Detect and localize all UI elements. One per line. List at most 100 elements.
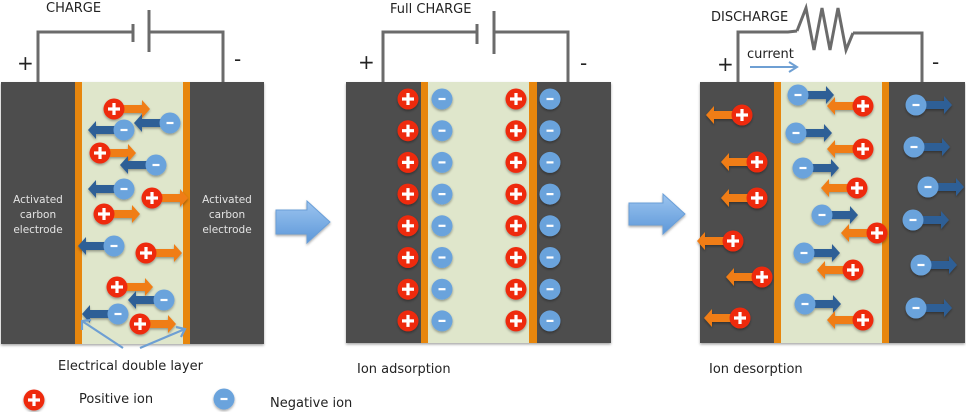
negative-ion-icon <box>88 178 135 200</box>
negative-ion-icon <box>539 215 561 237</box>
arrow-left-icon <box>721 189 749 207</box>
pointer-head-right <box>175 325 187 338</box>
separator-left <box>774 82 781 343</box>
positive-ion-icon <box>505 278 527 300</box>
positive-ion-icon <box>397 120 419 142</box>
negative-ion-icon <box>917 176 964 198</box>
arrow-left-icon <box>726 268 754 286</box>
arrow-left-icon <box>827 311 855 329</box>
negative-ion-icon <box>905 297 952 319</box>
negative-ion-icon <box>811 204 858 226</box>
negative-ion-icon <box>910 254 957 276</box>
legend-negative-label: Negative ion <box>270 396 352 411</box>
step-arrow-icon <box>275 199 331 245</box>
negative-ion-icon <box>431 278 453 300</box>
panel-charge: CHARGE + - Activated carbon electrode Ac… <box>1 1 264 374</box>
resistor-icon <box>795 2 855 56</box>
pointer-line-left <box>81 320 124 349</box>
legend: Positive ion Negative ion <box>23 388 352 411</box>
positive-ion-icon <box>89 142 136 164</box>
positive-ion-icon <box>827 138 874 160</box>
positive-ion-icon <box>103 98 150 120</box>
wire-right <box>853 31 924 82</box>
arrow-right-icon <box>154 244 182 262</box>
positive-ion-icon <box>397 183 419 205</box>
panel-title-full-charge: Full CHARGE <box>390 2 471 17</box>
arrow-right-icon <box>929 256 957 274</box>
negative-ion-icon <box>431 88 453 110</box>
positive-ion-icon <box>827 95 874 117</box>
legend-negative-ion-icon <box>213 388 235 410</box>
ion-group-discharge <box>697 84 964 331</box>
positive-ion-icon <box>505 151 527 173</box>
positive-ion-icon <box>93 203 140 225</box>
label-line: Activated <box>202 194 252 206</box>
negative-ion-icon <box>787 84 834 106</box>
arrow-right-icon <box>813 295 841 313</box>
arrow-left-icon <box>817 261 845 279</box>
double-layer-pointers <box>80 318 187 350</box>
negative-ion-icon <box>213 388 235 410</box>
negative-ion-icon <box>128 289 175 311</box>
wire-right <box>494 30 570 82</box>
arrow-left-icon <box>706 106 734 124</box>
battery-circuit <box>381 11 570 82</box>
ion-group-charge <box>78 98 188 335</box>
separator-left <box>421 82 428 343</box>
positive-ion-icon <box>505 120 527 142</box>
positive-ion-icon <box>397 247 419 268</box>
positive-ion-icon <box>505 88 527 110</box>
positive-ion-icon <box>141 187 188 209</box>
arrow-right-icon <box>112 205 140 223</box>
label-line: Activated <box>13 194 63 206</box>
arrow-left-icon <box>704 309 732 327</box>
positive-ion-icon <box>505 215 527 237</box>
negative-ion-icon <box>539 120 561 142</box>
arrow-right-icon <box>936 178 964 196</box>
negative-ion-icon <box>431 151 453 173</box>
arrow-left-icon <box>88 121 116 139</box>
negative-ion-icon <box>793 242 840 264</box>
left-electrode <box>1 82 75 344</box>
negative-ion-icon <box>905 94 952 116</box>
negative-ion-icon <box>902 209 949 231</box>
negative-ion-icon <box>539 310 561 332</box>
minus-terminal: - <box>234 47 241 71</box>
arrow-right-icon <box>108 144 136 162</box>
current-arrow-icon <box>750 61 799 73</box>
caption-discharge: Ion desorption <box>709 362 803 377</box>
positive-ion-icon <box>821 177 868 199</box>
step-arrow-icon <box>628 192 686 236</box>
positive-ion-icon <box>697 230 744 252</box>
negative-ion-icon <box>431 120 453 142</box>
arrow-left-icon <box>721 153 749 171</box>
negative-ion-icon <box>539 88 561 110</box>
wire-left <box>381 30 477 82</box>
left-electrode <box>700 82 774 343</box>
panel-full-charge: Full CHARGE + - Ion adsorption <box>346 2 611 377</box>
panel-title-charge: CHARGE <box>46 1 101 16</box>
arrow-left-icon <box>697 232 725 250</box>
separator-left <box>75 82 82 344</box>
arrow-right-icon <box>922 138 950 156</box>
positive-ion-icon <box>23 389 45 411</box>
arrow-right-icon <box>924 299 952 317</box>
label-line: electrode <box>202 224 251 236</box>
arrow-right-icon <box>806 86 834 104</box>
positive-ion-icon <box>721 151 768 173</box>
label-line: carbon <box>209 209 245 221</box>
negative-ion-icon <box>792 157 839 179</box>
positive-ion-icon <box>397 151 419 173</box>
negative-ion-icon <box>431 215 453 237</box>
wire-left <box>36 30 133 82</box>
minus-terminal: - <box>580 51 587 75</box>
negative-ion-icon <box>794 293 841 315</box>
caption-charge: Electrical double layer <box>58 359 204 374</box>
arrow-right-icon <box>148 315 176 333</box>
arrow-left-icon <box>827 140 855 158</box>
ion-group-full-charge <box>397 88 561 332</box>
positive-ion-icon <box>135 242 182 264</box>
left-electrode-label: Activated carbon electrode <box>13 194 63 236</box>
negative-ion-icon <box>539 151 561 173</box>
